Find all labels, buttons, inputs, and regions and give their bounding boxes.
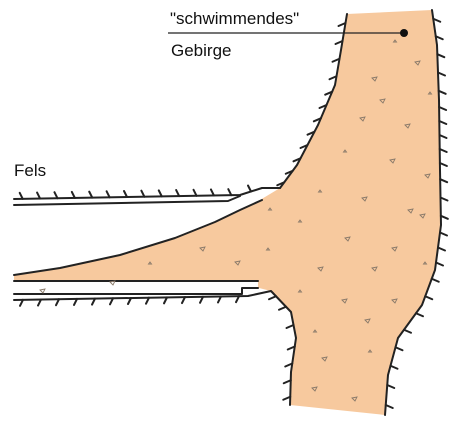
hatch-tick [416,313,423,316]
hatch-tick [387,385,394,388]
floating-rock-label-line2: Gebirge [171,41,231,61]
hatch-tick [386,405,393,408]
hatch-tick [396,347,403,350]
hatch-tick [269,296,276,299]
hatch-tick [439,121,446,124]
hatch-tick [279,307,286,310]
hatch-tick [440,233,447,236]
hatch-tick [287,325,294,328]
hatch-tick [440,149,447,152]
hatch-tick [441,198,448,201]
label-leader-dot [400,29,408,37]
hatch-tick [440,135,447,138]
hatch-tick [438,248,445,251]
hatch-tick [432,279,439,282]
floating-rock-zone [14,10,441,415]
hatch-tick [440,179,447,182]
hatch-tick [440,163,447,166]
lower-rock-edge [14,291,296,405]
hatch-tick [425,296,432,299]
upper-rock-edge [14,188,280,199]
hatch-tick [436,263,443,266]
rock-fissure-gap [14,281,258,294]
hatch-tick [248,186,251,192]
floating-rock-label-line1: "schwimmendes" [170,9,299,29]
hatch-tick [439,107,446,110]
hatch-tick [441,216,448,219]
hatch-tick [391,366,398,369]
rock-label: Fels [14,161,46,181]
hatch-tick [404,330,411,333]
